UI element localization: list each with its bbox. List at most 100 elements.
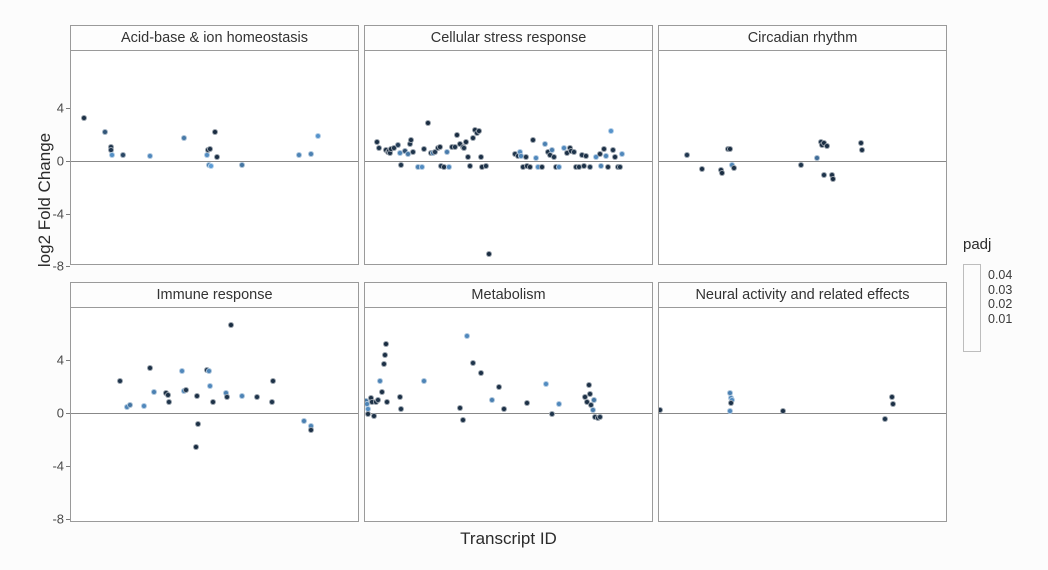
data-point: [482, 163, 489, 170]
data-point: [207, 163, 214, 170]
data-point: [140, 403, 147, 410]
data-point: [398, 162, 405, 169]
facet-strip-label: Circadian rhythm: [658, 25, 947, 51]
data-point: [619, 150, 626, 157]
data-point: [165, 391, 172, 398]
data-point: [820, 172, 827, 179]
data-point: [396, 394, 403, 401]
data-point: [889, 401, 896, 408]
data-point: [408, 137, 415, 144]
data-point: [315, 133, 322, 140]
y-tick-mark: [66, 266, 70, 268]
data-point: [719, 170, 725, 177]
facet-plot-area: [70, 308, 359, 522]
legend-tick-label: 0.04: [988, 268, 1013, 282]
data-point: [207, 382, 214, 389]
y-tick-label: 4: [56, 352, 64, 368]
data-point: [127, 402, 134, 409]
data-point: [581, 163, 588, 170]
data-point: [254, 394, 261, 401]
data-point: [858, 139, 865, 146]
data-point: [726, 408, 733, 415]
data-point: [440, 163, 447, 170]
data-point: [603, 153, 610, 160]
data-point: [307, 150, 314, 157]
data-point: [596, 413, 603, 420]
data-point: [146, 365, 153, 372]
data-point: [238, 161, 245, 168]
data-point: [380, 361, 387, 368]
zero-reference-line: [659, 160, 946, 162]
data-point: [418, 164, 425, 171]
y-tick-label: 0: [56, 153, 64, 169]
y-tick-mark: [66, 360, 70, 362]
y-tick-mark: [66, 108, 70, 109]
data-point: [425, 119, 431, 126]
data-point: [382, 341, 389, 348]
data-point: [488, 396, 495, 403]
y-tick-mark: [66, 518, 70, 520]
data-point: [179, 367, 186, 374]
data-point: [207, 145, 213, 152]
data-point: [585, 382, 592, 389]
data-point: [659, 406, 664, 413]
data-point: [501, 406, 508, 413]
y-tick-label: 4: [56, 100, 64, 116]
facet-strip-label: Metabolism: [364, 282, 653, 308]
data-point: [457, 405, 464, 412]
data-point: [394, 141, 401, 148]
zero-reference-line: [71, 413, 358, 414]
data-point: [375, 397, 382, 404]
data-point: [376, 144, 383, 151]
data-point: [542, 380, 549, 387]
x-axis-title: Transcript ID: [460, 529, 557, 548]
zero-reference-line: [71, 160, 358, 162]
data-point: [296, 152, 303, 159]
data-point: [397, 406, 404, 413]
data-point: [605, 163, 612, 170]
data-point: [193, 392, 200, 399]
data-point: [117, 378, 124, 385]
data-point: [238, 392, 245, 399]
data-point: [383, 398, 390, 405]
data-point: [523, 400, 530, 407]
data-point: [446, 164, 453, 171]
facet-plot-area: [70, 51, 359, 265]
data-point: [206, 368, 213, 375]
legend-tick-label: 0.02: [988, 297, 1013, 312]
facet-strip-label: Acid-base & ion homeostasis: [70, 25, 359, 51]
data-point: [81, 114, 87, 121]
data-point: [529, 137, 536, 144]
legend-tick-label: 0.03: [988, 282, 1013, 297]
data-point: [526, 164, 533, 171]
data-point: [698, 165, 705, 172]
data-point: [451, 144, 458, 151]
facet-plot-area: [658, 308, 947, 522]
y-tick-label: -8: [52, 511, 64, 527]
data-point: [180, 135, 187, 142]
data-point: [228, 321, 235, 328]
data-point: [609, 146, 616, 153]
y-tick-label: -8: [52, 258, 64, 274]
data-point: [549, 146, 556, 153]
data-point: [300, 417, 307, 424]
y-tick-mark: [66, 413, 70, 414]
y-tick-label: -4: [52, 458, 64, 474]
y-tick-label: 0: [56, 405, 64, 421]
data-point: [381, 351, 388, 358]
zero-reference-line: [365, 160, 652, 162]
data-point: [210, 399, 217, 406]
data-point: [859, 146, 866, 153]
data-point: [469, 135, 476, 142]
data-point: [586, 390, 593, 397]
facet-plot-area: [658, 51, 947, 265]
y-tick-mark: [66, 213, 70, 215]
data-point: [150, 388, 157, 395]
data-point: [881, 415, 888, 422]
data-point: [549, 411, 556, 418]
legend-tick-label: 0.01: [988, 311, 1013, 326]
data-point: [596, 150, 603, 157]
data-point: [551, 153, 558, 160]
